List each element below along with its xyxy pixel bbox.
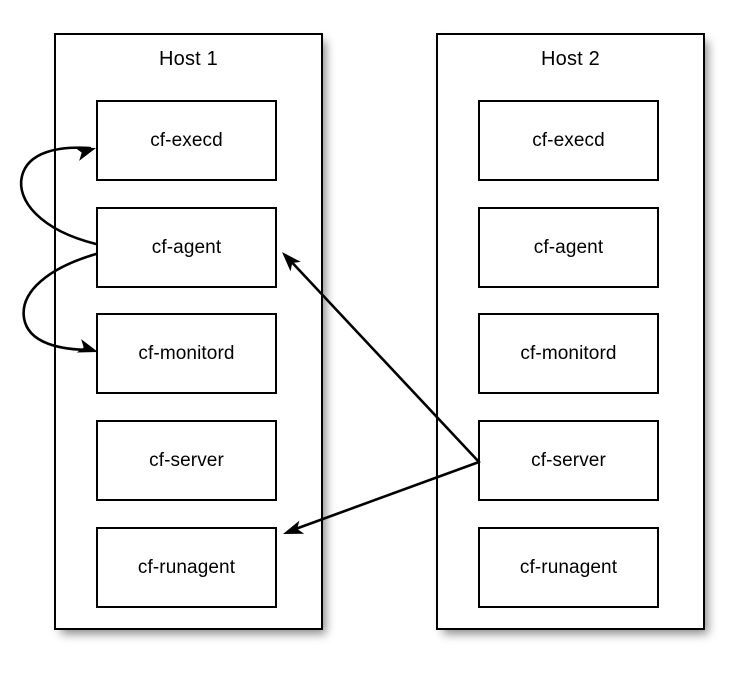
host-title-1: Host 1 xyxy=(158,48,218,70)
process-label: cf-runagent xyxy=(137,557,236,578)
process-label: cf-monitord xyxy=(138,343,235,364)
process-label: cf-execd xyxy=(532,130,605,151)
process-box-host1-cf-agent[interactable]: cf-agent xyxy=(96,207,277,288)
process-label: cf-agent xyxy=(151,237,222,258)
process-box-host1-cf-execd[interactable]: cf-execd xyxy=(96,100,277,181)
process-label: cf-server xyxy=(531,450,606,471)
process-box-host2-cf-execd[interactable]: cf-execd xyxy=(478,100,659,181)
process-box-host2-cf-runagent[interactable]: cf-runagent xyxy=(478,527,659,608)
process-label: cf-runagent xyxy=(519,557,618,578)
process-box-host2-cf-monitord[interactable]: cf-monitord xyxy=(478,313,659,394)
process-box-host1-cf-server[interactable]: cf-server xyxy=(96,420,277,501)
process-label: cf-monitord xyxy=(520,343,617,364)
process-box-host2-cf-agent[interactable]: cf-agent xyxy=(478,207,659,288)
process-box-host2-cf-server[interactable]: cf-server xyxy=(478,420,659,501)
process-label: cf-server xyxy=(149,450,224,471)
process-label: cf-agent xyxy=(533,237,604,258)
process-box-host1-cf-monitord[interactable]: cf-monitord xyxy=(96,313,277,394)
process-box-host1-cf-runagent[interactable]: cf-runagent xyxy=(96,527,277,608)
process-label: cf-execd xyxy=(150,130,223,151)
host-title-2: Host 2 xyxy=(540,48,600,70)
